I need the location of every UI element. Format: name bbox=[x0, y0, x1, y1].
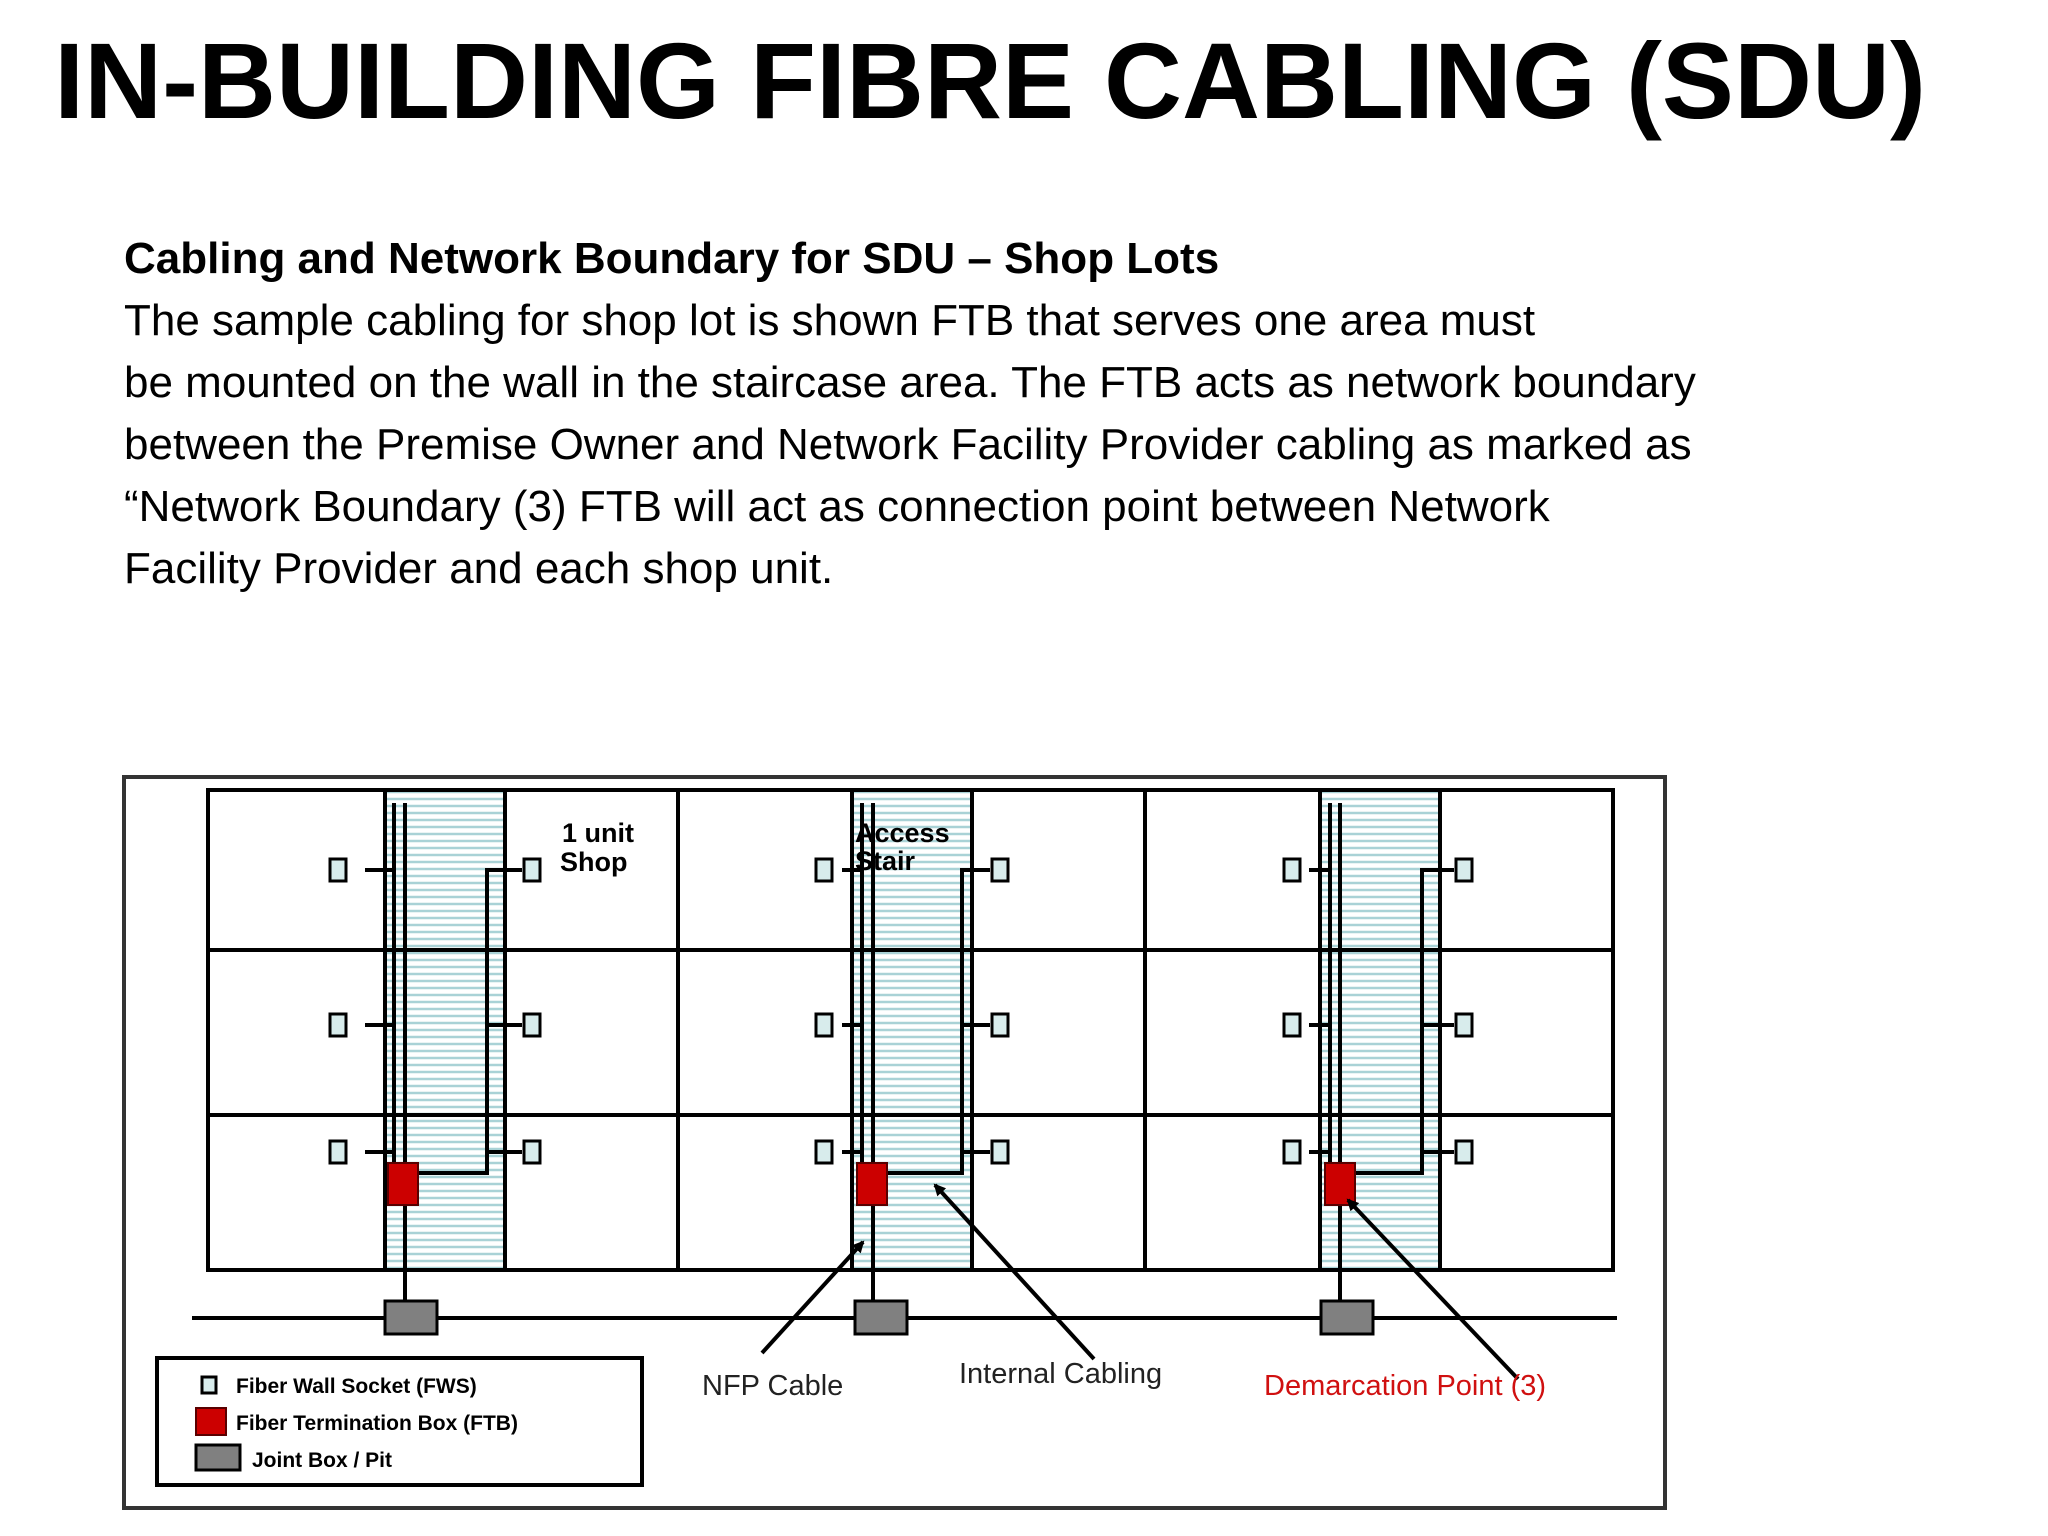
fws-icon bbox=[200, 1375, 218, 1395]
fws-icon bbox=[814, 1139, 834, 1165]
fws-icon bbox=[1282, 1139, 1302, 1165]
description-block: Cabling and Network Boundary for SDU – S… bbox=[124, 228, 1944, 600]
fws-icon bbox=[328, 1139, 348, 1165]
fws-icon bbox=[328, 857, 348, 883]
shop-lot-cabling-diagram: 1 unit Shop Access Stair NFP Cable Inter… bbox=[122, 775, 1667, 1510]
paragraph-line: Facility Provider and each shop unit. bbox=[124, 544, 834, 593]
fws-icon bbox=[522, 1012, 542, 1038]
demarcation-arrow bbox=[1346, 1198, 1520, 1381]
demarcation-point-label: Demarcation Point (3) bbox=[1264, 1370, 1546, 1402]
access-stair-label: Access bbox=[855, 818, 950, 848]
fws-icon bbox=[1282, 857, 1302, 883]
internal-cabling-label: Internal Cabling bbox=[959, 1358, 1162, 1390]
legend: Fiber Wall Socket (FWS) Fiber Terminatio… bbox=[155, 1356, 644, 1487]
ftb-icon bbox=[195, 1407, 227, 1436]
fws-icon bbox=[1454, 1139, 1474, 1165]
nfp-arrow bbox=[760, 1240, 865, 1355]
fws-icon bbox=[990, 857, 1010, 883]
subheading: Cabling and Network Boundary for SDU – S… bbox=[124, 234, 1220, 283]
callout-arrows bbox=[760, 1183, 1520, 1381]
fiber-termination-boxes bbox=[387, 1162, 1356, 1206]
fws-icon bbox=[522, 1139, 542, 1165]
unit-shop-label: Shop bbox=[560, 847, 628, 877]
nfp-cable-label: NFP Cable bbox=[702, 1370, 843, 1402]
ftb-icon bbox=[1324, 1162, 1356, 1206]
unit-shop-label: 1 unit bbox=[562, 818, 634, 848]
joint-boxes bbox=[383, 1299, 1375, 1336]
fws-icon bbox=[328, 1012, 348, 1038]
paragraph-line: be mounted on the wall in the staircase … bbox=[124, 358, 1696, 407]
access-stair-label: Stair bbox=[855, 846, 916, 876]
ftb-icon bbox=[856, 1162, 888, 1206]
internal-cabling-arrow bbox=[933, 1183, 1096, 1361]
joint-box-icon bbox=[194, 1443, 242, 1472]
ftb-icon bbox=[387, 1162, 419, 1206]
joint-box-icon bbox=[853, 1299, 909, 1336]
internal-cabling bbox=[365, 803, 1454, 1302]
paragraph-line: “Network Boundary (3) FTB will act as co… bbox=[124, 482, 1550, 531]
fws-icon bbox=[1282, 1012, 1302, 1038]
joint-box-icon bbox=[1319, 1299, 1375, 1336]
fws-icon bbox=[814, 1012, 834, 1038]
fws-icon bbox=[990, 1139, 1010, 1165]
fws-icon bbox=[1454, 857, 1474, 883]
fws-icon bbox=[522, 857, 542, 883]
page-title: IN-BUILDING FIBRE CABLING (SDU) bbox=[54, 20, 1926, 141]
fws-icon bbox=[1454, 1012, 1474, 1038]
legend-item-label: Fiber Termination Box (FTB) bbox=[236, 1412, 518, 1435]
legend-item-label: Joint Box / Pit bbox=[252, 1449, 392, 1472]
fiber-wall-sockets bbox=[328, 857, 1474, 1165]
legend-item-label: Fiber Wall Socket (FWS) bbox=[236, 1375, 477, 1398]
paragraph-line: The sample cabling for shop lot is shown… bbox=[124, 296, 1536, 345]
fws-icon bbox=[990, 1012, 1010, 1038]
joint-box-icon bbox=[383, 1299, 439, 1336]
fws-icon bbox=[814, 857, 834, 883]
paragraph-line: between the Premise Owner and Network Fa… bbox=[124, 420, 1692, 469]
